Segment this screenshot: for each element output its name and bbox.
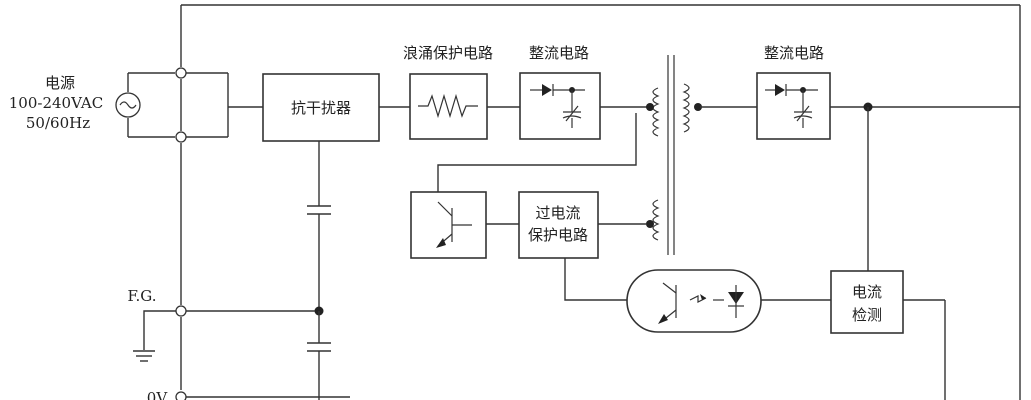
rectifier1-block [519,72,601,140]
ocp-label-line2: 保护电路 [528,226,588,244]
input-terminal-n [175,131,187,143]
ground-icon [143,310,176,350]
ac-source [115,72,175,138]
power-source-title: 电源 [45,74,75,92]
optocoupler-icon [658,282,744,324]
rectifier2-title: 整流电路 [764,44,824,62]
enclosure-frame [180,4,1021,400]
zero-v-terminal [175,391,187,400]
surge-protection-title: 浪涌保护电路 [403,44,493,62]
power-source-voltage: 100-240VAC [9,94,103,112]
overcurrent-protection-block [518,191,599,259]
fg-terminal [175,305,187,317]
resistor-icon [418,93,478,119]
y-capacitor-1 [307,141,331,311]
switching-transistor-block [410,191,487,259]
emi-filter-label: 抗干扰器 [291,99,351,117]
transformer-icon [646,55,702,255]
diode-capacitor-icon [530,84,585,128]
optocoupler-block [626,269,762,333]
diode-capacitor-icon-2 [765,84,818,128]
rectifier2-block [756,72,831,140]
emi-filter-block [262,73,380,142]
rectifier1-title: 整流电路 [529,44,589,62]
zero-v-label: 0V [147,389,169,400]
ocp-label-line1: 过电流 [535,204,580,222]
transistor-icon [436,201,472,248]
y-capacitor-2 [307,311,331,400]
power-source-frequency: 50/60Hz [26,114,90,132]
current-detect-line2: 检测 [852,306,882,324]
input-terminal-l [175,67,187,79]
current-detect-block [830,270,904,334]
fg-label: F.G. [127,287,156,305]
current-detect-line1: 电流 [852,283,882,301]
